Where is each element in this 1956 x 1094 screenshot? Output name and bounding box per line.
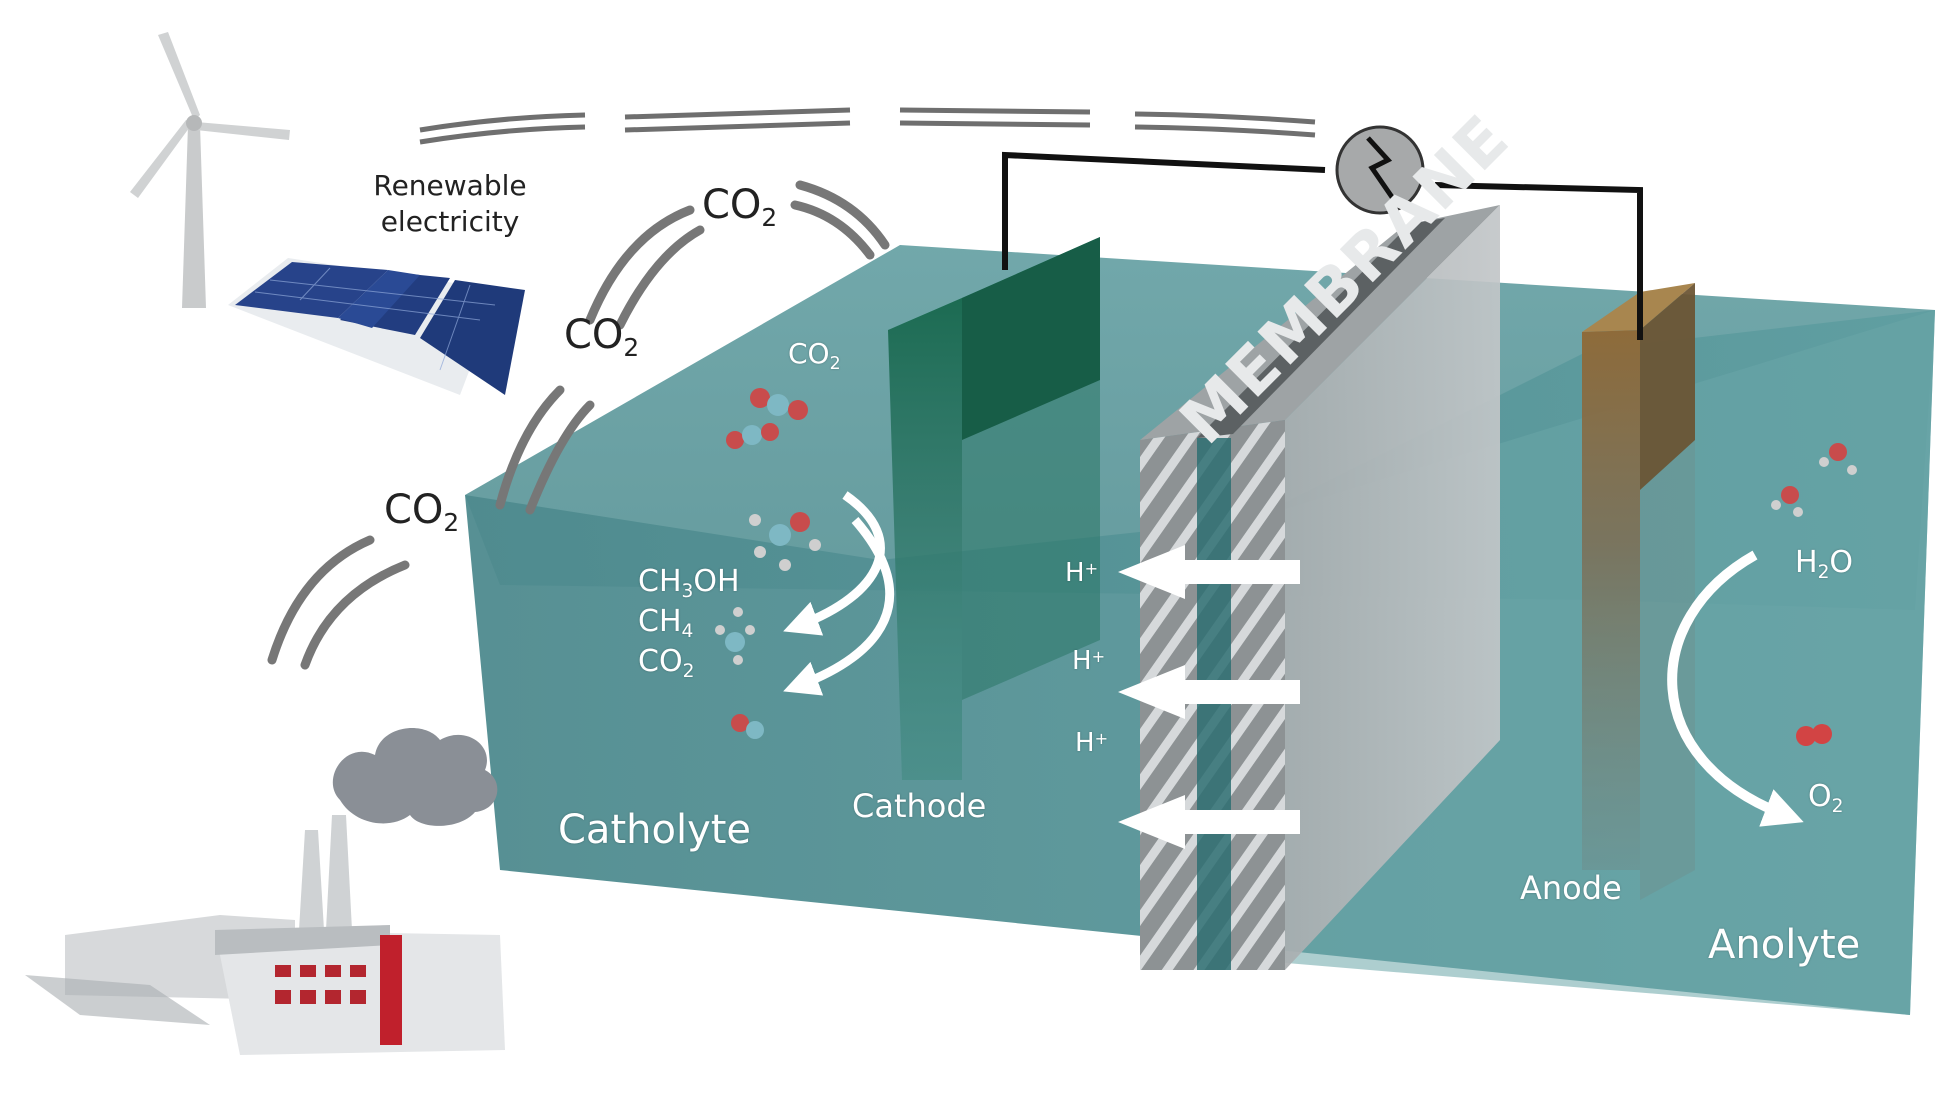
- ch4-label: CH4: [638, 604, 694, 642]
- cathode-label: Cathode: [852, 787, 987, 825]
- o2-label: O2: [1808, 779, 1844, 817]
- cathode-reaction-arrow-1: [783, 491, 885, 636]
- smoke-cloud: [332, 728, 498, 826]
- renewable-line-1: Renewable: [373, 169, 527, 202]
- anolyte-label: Anolyte: [1708, 922, 1861, 968]
- power-lines: [419, 107, 1316, 145]
- anode-label: Anode: [1520, 869, 1622, 907]
- h2o-label: H2O: [1795, 545, 1854, 583]
- proton-label-1: H+: [1065, 558, 1099, 588]
- factory-icon: [25, 728, 505, 1055]
- solar-panel-icon: [228, 258, 525, 395]
- cathode-front: [888, 298, 962, 780]
- ch3oh-label: CH3OH: [638, 564, 740, 602]
- co2-product-label: CO2: [638, 644, 695, 682]
- power-source-icon: [1335, 125, 1425, 215]
- co2-label-middle: CO2: [564, 312, 640, 362]
- co2-flow-arcs: [267, 180, 890, 670]
- external-circuit: [1002, 151, 1643, 340]
- cathode-reaction-arrow-2: [783, 517, 895, 696]
- proton-arrows: [1118, 545, 1300, 849]
- co2-inlet-label: CO2: [788, 337, 841, 374]
- cathode-electrode: [888, 237, 1100, 780]
- renewable-line-2: electricity: [380, 205, 520, 238]
- proton-arrow-3: [1118, 795, 1300, 849]
- co2-label-top: CO2: [702, 182, 778, 232]
- proton-label-2: H+: [1072, 646, 1106, 676]
- catholyte-label: Catholyte: [558, 807, 752, 853]
- membrane-top-strip: [1197, 218, 1445, 438]
- anode-electrode: [1582, 283, 1695, 900]
- anode-wire: [1434, 182, 1643, 340]
- molecule-icon: [715, 388, 1857, 746]
- proton-arrow-1: [1118, 545, 1300, 599]
- anode-side: [1640, 283, 1695, 490]
- anode-reaction-arrow: [1667, 550, 1804, 827]
- renewable-label: Renewable electricity: [360, 172, 540, 236]
- membrane-right-face: [1285, 205, 1500, 970]
- cathode-wire: [1002, 151, 1326, 270]
- proton-arrow-2: [1118, 665, 1300, 719]
- co2-label-lower: CO2: [384, 487, 460, 537]
- anode-front: [1582, 330, 1640, 870]
- proton-label-3: H+: [1075, 728, 1109, 758]
- cathode-side: [962, 237, 1100, 440]
- wind-turbine-icon: [130, 32, 290, 308]
